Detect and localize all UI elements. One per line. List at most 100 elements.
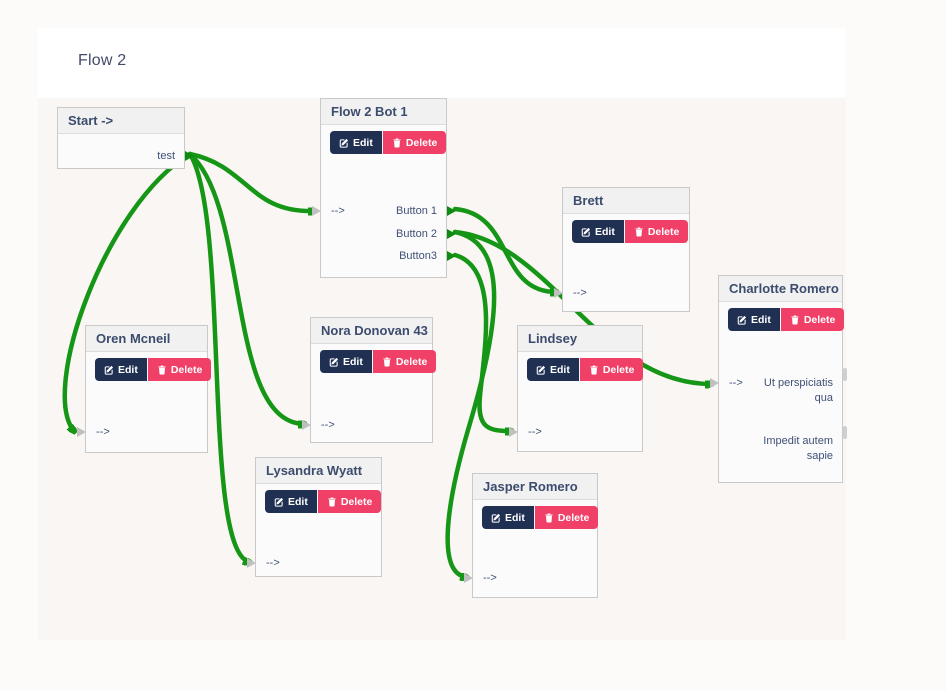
delete-button[interactable]: Delete: [579, 358, 644, 381]
node-title[interactable]: Start ->: [58, 108, 184, 134]
output-port-label: Button 1: [396, 205, 437, 217]
delete-button[interactable]: Delete: [372, 350, 437, 373]
edit-button-label: Edit: [353, 136, 373, 149]
edit-button-label: Edit: [118, 363, 138, 376]
edit-button[interactable]: Edit: [527, 358, 579, 381]
input-port-label: -->: [573, 287, 587, 299]
input-port-arrow-icon[interactable]: [247, 558, 256, 568]
delete-button[interactable]: Delete: [317, 490, 382, 513]
input-port-arrow-icon[interactable]: [464, 573, 473, 583]
input-port-label: -->: [729, 377, 743, 389]
input-port-label: -->: [528, 426, 542, 438]
output-port-source-arrow-icon[interactable]: [447, 251, 456, 261]
input-port-arrow-icon[interactable]: [312, 206, 321, 216]
node-actions: Edit Delete: [572, 220, 689, 243]
output-port-endpoint[interactable]: [843, 368, 847, 381]
edit-button[interactable]: Edit: [728, 308, 780, 331]
page-title: Flow 2: [78, 52, 127, 69]
edit-pencil-icon: [536, 365, 546, 375]
edit-button[interactable]: Edit: [320, 350, 372, 373]
flow-header-bar: Flow 2: [38, 28, 845, 98]
delete-button-label: Delete: [405, 136, 438, 149]
input-port-label: -->: [331, 205, 345, 217]
edit-pencil-icon: [339, 138, 349, 148]
delete-button-label: Delete: [803, 313, 836, 326]
node-actions: Edit Delete: [728, 308, 845, 331]
trash-icon: [393, 138, 401, 148]
edit-button-label: Edit: [505, 511, 525, 524]
node-actions: Edit Delete: [330, 131, 447, 154]
edit-pencil-icon: [581, 227, 591, 237]
delete-button[interactable]: Delete: [382, 131, 447, 154]
node-title[interactable]: Flow 2 Bot 1: [321, 99, 446, 125]
output-port-endpoint[interactable]: [843, 426, 847, 439]
delete-button-label: Delete: [395, 355, 428, 368]
edit-button[interactable]: Edit: [265, 490, 317, 513]
edit-pencil-icon: [737, 315, 747, 325]
edit-pencil-icon: [491, 513, 501, 523]
edit-pencil-icon: [329, 357, 339, 367]
edit-pencil-icon: [274, 497, 284, 507]
input-port-arrow-icon[interactable]: [77, 427, 86, 437]
delete-button-label: Delete: [340, 495, 373, 508]
node-title[interactable]: Oren Mcneil: [86, 326, 207, 352]
output-port-source-arrow-icon[interactable]: [447, 206, 456, 216]
trash-icon: [635, 227, 643, 237]
input-port-arrow-icon[interactable]: [302, 420, 311, 430]
edit-button-label: Edit: [595, 225, 615, 238]
input-port-label: -->: [266, 557, 280, 569]
node-actions: Edit Delete: [320, 350, 437, 373]
edit-button-label: Edit: [343, 355, 363, 368]
edit-button-label: Edit: [550, 363, 570, 376]
delete-button[interactable]: Delete: [780, 308, 845, 331]
node-title[interactable]: Brett: [563, 188, 689, 214]
edit-button[interactable]: Edit: [95, 358, 147, 381]
delete-button[interactable]: Delete: [534, 506, 599, 529]
node-title[interactable]: Jasper Romero: [473, 474, 597, 500]
edit-button[interactable]: Edit: [572, 220, 624, 243]
flow-node-nora[interactable]: Nora Donovan 43 Edit Delete -->: [302, 317, 437, 443]
delete-button[interactable]: Delete: [147, 358, 212, 381]
node-title[interactable]: Lindsey: [518, 326, 642, 352]
edit-pencil-icon: [104, 365, 114, 375]
edit-button[interactable]: Edit: [330, 131, 382, 154]
input-port-label: -->: [321, 419, 335, 431]
node-actions: Edit Delete: [482, 506, 599, 529]
trash-icon: [791, 315, 799, 325]
input-port-label: -->: [96, 426, 110, 438]
node-title[interactable]: Charlotte Romero: [719, 276, 842, 302]
delete-button-label: Delete: [170, 363, 203, 376]
trash-icon: [590, 365, 598, 375]
input-port-arrow-icon[interactable]: [554, 288, 563, 298]
input-port-arrow-icon[interactable]: [710, 378, 719, 388]
edit-button-label: Edit: [751, 313, 771, 326]
flow-node-start[interactable]: Start -> test: [57, 107, 194, 169]
delete-button-label: Delete: [602, 363, 635, 376]
output-port-label: Button3: [399, 250, 437, 262]
delete-button-label: Delete: [557, 511, 590, 524]
node-actions: Edit Delete: [95, 358, 212, 381]
output-port-source-arrow-icon[interactable]: [185, 151, 194, 161]
node-actions: Edit Delete: [265, 490, 382, 513]
output-port-source-arrow-icon[interactable]: [447, 229, 456, 239]
node-actions: Edit Delete: [527, 358, 644, 381]
trash-icon: [383, 357, 391, 367]
output-port-label: Impedit autem sapie: [763, 435, 833, 462]
delete-button[interactable]: Delete: [624, 220, 689, 243]
edit-button[interactable]: Edit: [482, 506, 534, 529]
edit-button-label: Edit: [288, 495, 308, 508]
node-title[interactable]: Nora Donovan 43: [311, 318, 432, 344]
input-port-label: -->: [483, 572, 497, 584]
output-port-label: test: [157, 150, 175, 162]
input-port-arrow-icon[interactable]: [509, 427, 518, 437]
delete-button-label: Delete: [647, 225, 680, 238]
trash-icon: [158, 365, 166, 375]
node-title[interactable]: Lysandra Wyatt: [256, 458, 381, 484]
